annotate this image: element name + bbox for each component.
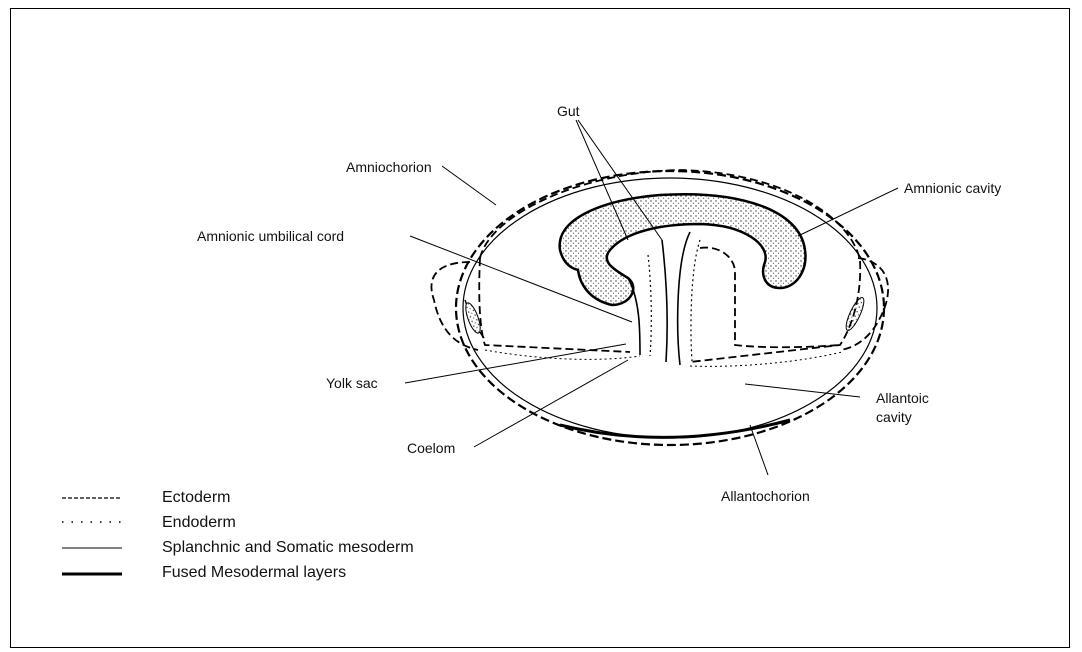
legend-label-ectoderm: Ectoderm [162,488,230,507]
label-allantoic-line1: Allantoic [876,390,929,407]
label-gut: Gut [557,103,580,120]
leader-amniochorion [442,166,496,205]
legend-label-fused: Fused Mesodermal layers [162,563,346,582]
leader-yolk-sac [405,344,626,383]
label-allantoic-line2: cavity [876,409,912,426]
leader-allantoic-cavity [745,384,860,397]
label-coelom: Coelom [407,440,455,457]
umbilical-stalk-left-inner [648,255,651,356]
label-amnionic-umbilical-cord: Amnionic umbilical cord [197,228,344,245]
embryo-body [560,194,806,305]
leader-amnionic-cavity [798,188,898,236]
label-allantochorion: Allantochorion [721,488,810,505]
legend-label-endoderm: Endoderm [162,513,236,532]
label-amnionic-cavity: Amnionic cavity [904,180,1001,197]
umbilical-stalk-right-outer [691,240,700,362]
label-yolk-sac: Yolk sac [326,375,378,392]
label-amniochorion: Amniochorion [346,159,432,176]
umbilical-stalk-center [662,240,667,362]
right-bud-lumen [843,296,867,333]
legend-label-mesoderm: Splanchnic and Somatic mesoderm [162,538,414,557]
umbilical-stalk-right [678,232,690,365]
